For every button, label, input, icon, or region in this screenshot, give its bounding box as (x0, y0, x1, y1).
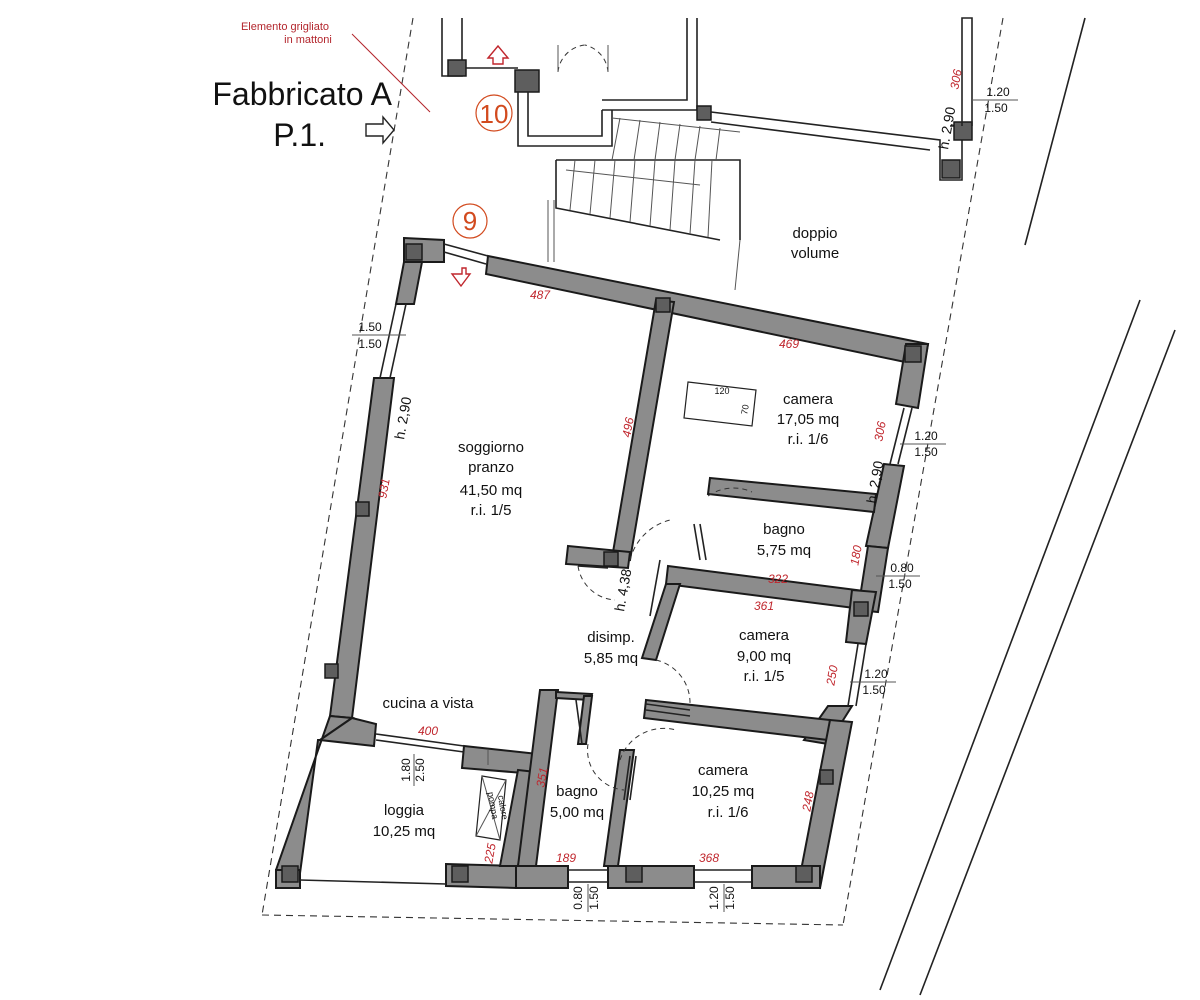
desk: 120 70 (683, 381, 757, 427)
kitchen-name: cucina a vista (383, 695, 475, 712)
win-bedroom-bottom-w: 1.20 (707, 886, 721, 910)
win-bath-upper-w: 0.80 (890, 561, 914, 575)
entry-arrows (365, 44, 510, 288)
bath-upper-area: 5,75 mq (757, 542, 811, 559)
bedroom-low-area: 10,25 mq (692, 783, 755, 800)
dim-bedroom-main-side: 306 (871, 420, 888, 442)
dim-bath-side: 180 (847, 544, 864, 566)
unit-9-label: 9 (463, 206, 477, 236)
win-bedroom-mid-w: 1.20 (864, 667, 888, 681)
bedroom-low-name: camera (698, 762, 749, 779)
double-volume-line1: doppio (792, 225, 837, 242)
down-arrow-icon (450, 267, 472, 288)
dim-bedroom-low-side: 248 (799, 790, 816, 813)
heat-pump: pompa calore (475, 775, 510, 841)
bedroom-main-name: camera (783, 391, 834, 408)
living-name-1: soggiorno (458, 439, 524, 456)
win-loggia-h: 2.50 (413, 758, 427, 782)
bath-upper-name: bagno (763, 521, 805, 538)
height-bedroom: h. 2,90 (863, 459, 886, 504)
win-bedroom-bottom-h: 1.50 (723, 886, 737, 910)
bedroom-mid-area: 9,00 mq (737, 648, 791, 665)
dim-bath-lower-height: 351 (533, 766, 550, 788)
height-living: h. 2,90 (391, 395, 414, 440)
living-ri: r.i. 1/5 (471, 502, 512, 519)
unit-10-label: 10 (480, 99, 509, 129)
stair-flight (547, 117, 741, 291)
win-bath-upper-h: 1.50 (888, 577, 912, 591)
win-bedroom-main-w: 1.20 (914, 429, 938, 443)
win-bath-bottom-w: 0.80 (571, 886, 585, 910)
heat-pump-label-2: calore (496, 795, 510, 821)
dim-partition: 496 (619, 416, 636, 438)
win-left-upper-h: 1.50 (358, 337, 382, 351)
bedroom-main-ri: r.i. 1/6 (788, 431, 829, 448)
dim-top-right-side: 306 (947, 68, 964, 90)
double-volume-line2: volume (791, 245, 839, 262)
note-line-1: Elemento grigliato (241, 21, 329, 33)
win-left-upper-w: 1.50 (358, 320, 382, 334)
hall-name: disimp. (587, 629, 635, 646)
win-bedroom-mid-h: 1.50 (862, 683, 886, 697)
bedroom-mid-name: camera (739, 627, 790, 644)
window-labels: 1.50 1.50 1.20 1.50 0.80 1.50 1.20 1.50 … (352, 85, 1018, 912)
note-line-2: in mattoni (284, 34, 332, 46)
dim-bottom-bath: 189 (556, 851, 576, 865)
win-top-right-h: 1.50 (984, 101, 1008, 115)
dim-bedroom-mid-width: 361 (754, 599, 774, 613)
hall-area: 5,85 mq (584, 650, 638, 667)
dim-living-height: 931 (375, 477, 392, 499)
upper-building (441, 17, 973, 291)
dim-right-top-wall: 469 (779, 337, 799, 351)
loggia-area: 10,25 mq (373, 823, 436, 840)
entry-arrow-icon (365, 115, 395, 145)
dim-bath-width: 322 (768, 572, 788, 586)
bath-lower-area: 5,00 mq (550, 804, 604, 821)
desk-depth-label: 70 (739, 404, 751, 416)
dim-bottom-bedroom: 368 (699, 851, 719, 865)
dim-top-wall: 487 (530, 288, 551, 302)
bedroom-main-area: 17,05 mq (777, 411, 840, 428)
win-top-right-w: 1.20 (986, 85, 1010, 99)
living-name-2: pranzo (468, 459, 514, 476)
window-openings (299, 243, 913, 885)
pillars (281, 243, 922, 883)
dim-kitchen-opening: 400 (418, 724, 438, 738)
site-boundary (261, 17, 1176, 996)
doors (575, 487, 753, 801)
unit-10-marker (475, 94, 513, 132)
loggia-name: loggia (384, 802, 425, 819)
living-area: 41,50 mq (460, 482, 523, 499)
unit-9-marker (452, 203, 488, 239)
bedroom-low-ri: r.i. 1/6 (708, 804, 749, 821)
floor-title: P.1. (273, 117, 326, 153)
building-title: Fabbricato A (212, 76, 392, 112)
dim-loggia-side: 225 (481, 842, 498, 865)
desk-width-label: 120 (714, 386, 729, 396)
win-bath-bottom-h: 1.50 (587, 886, 601, 910)
win-bedroom-main-h: 1.50 (914, 445, 938, 459)
heat-pump-label-1: pompa (486, 791, 501, 820)
up-arrow-icon (486, 44, 510, 65)
dim-bedroom-mid-side: 250 (823, 664, 840, 687)
bath-lower-name: bagno (556, 783, 598, 800)
bedroom-mid-ri: r.i. 1/5 (744, 668, 785, 685)
apartment-walls (275, 236, 930, 890)
note-leader (351, 33, 431, 113)
win-loggia-w: 1.80 (399, 758, 413, 782)
height-hall: h. 4,38 (611, 567, 634, 612)
height-top-right: h. 2,90 (935, 105, 958, 150)
